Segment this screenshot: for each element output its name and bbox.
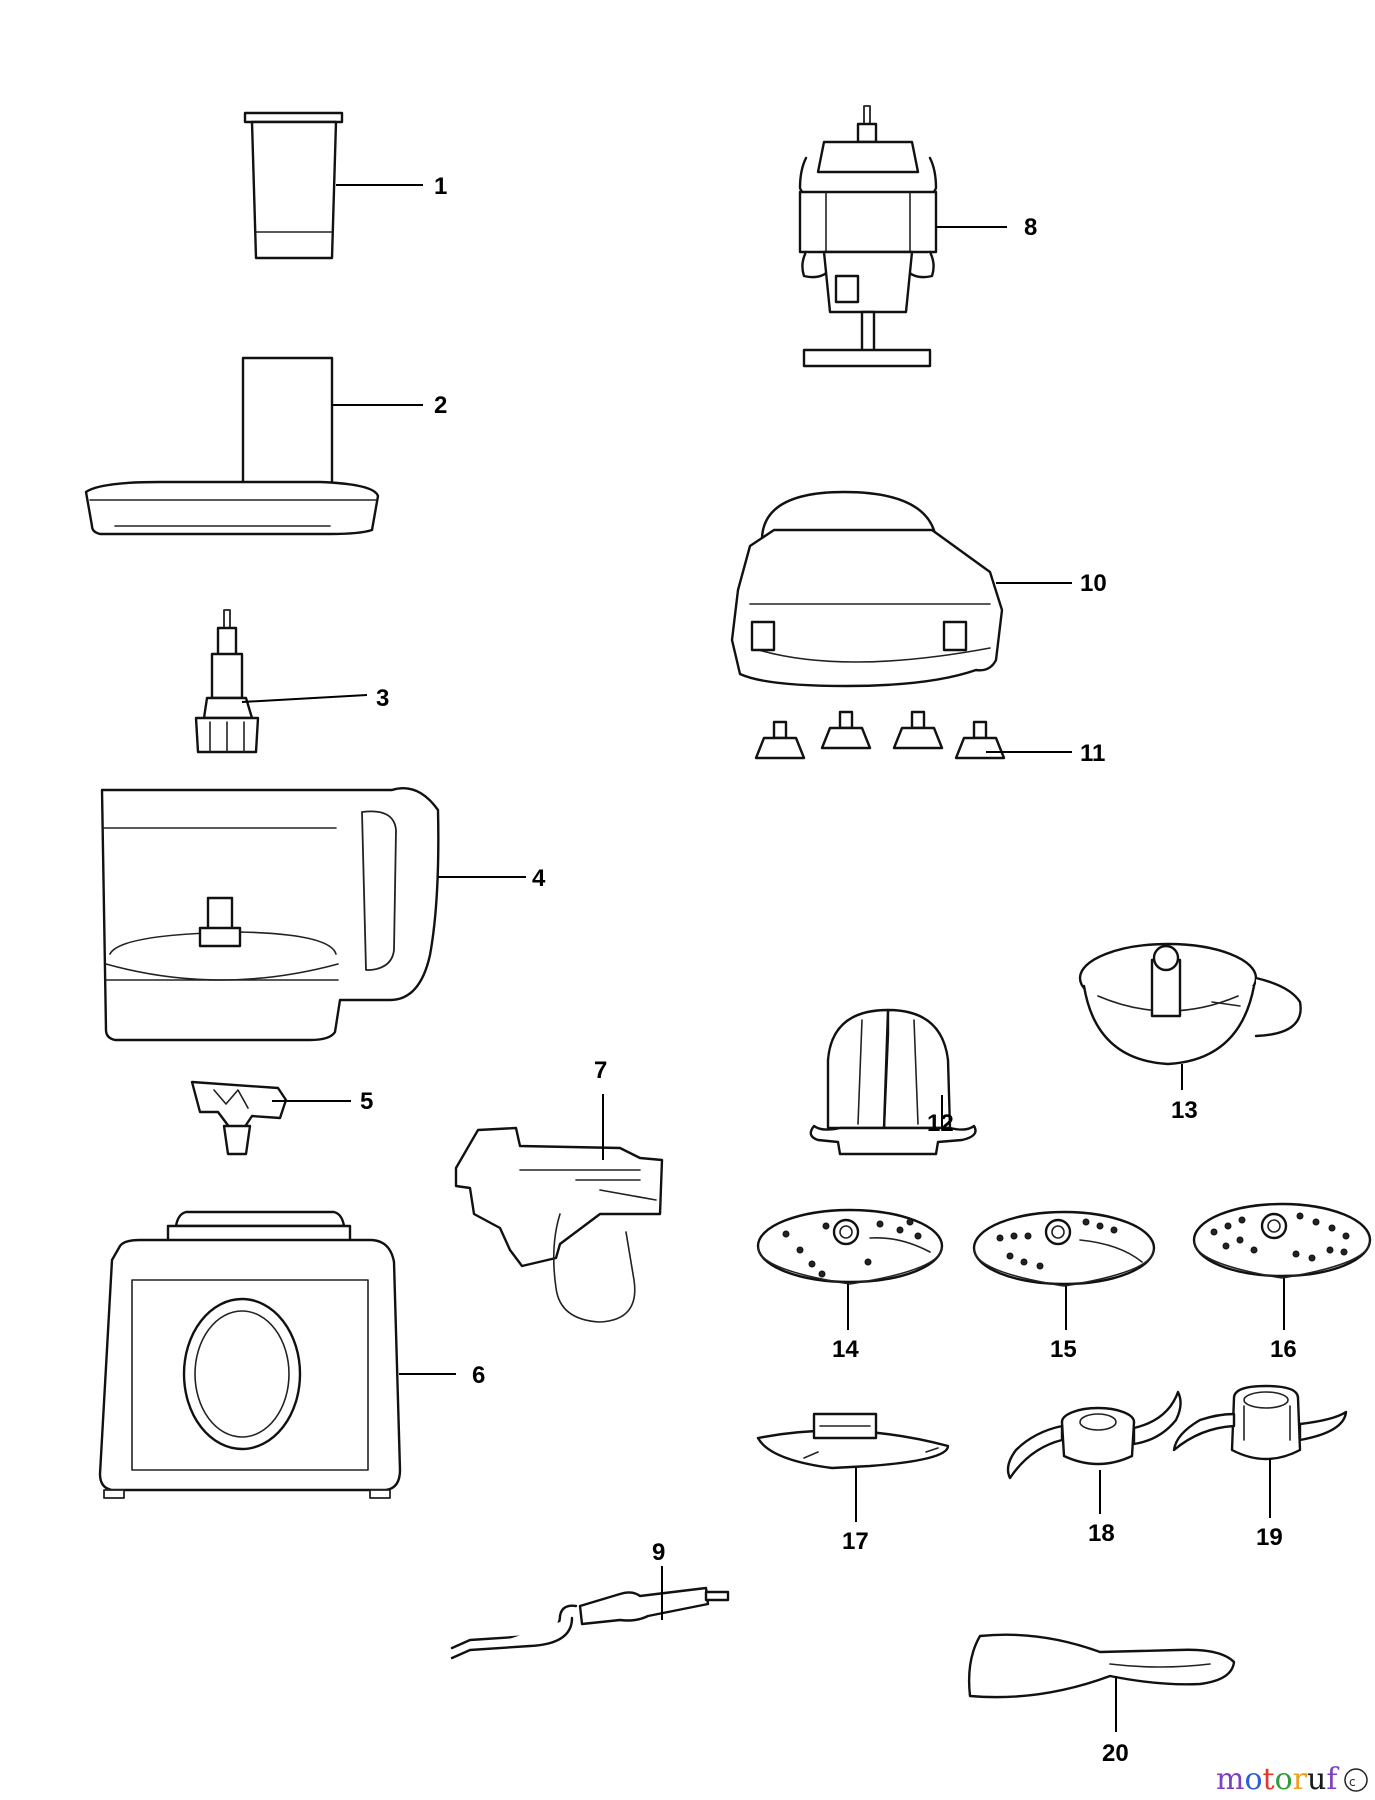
part-3-drive-shaft: [194, 609, 260, 754]
callout-18: 18: [1088, 1520, 1115, 1547]
callout-10: 10: [1080, 570, 1107, 597]
leader-lines: [241, 184, 1285, 1732]
part-17-emulsifying-disc: [756, 1412, 950, 1470]
part-5-coupling: [190, 1080, 288, 1156]
callout-3: 3: [376, 685, 389, 712]
callout-19: 19: [1256, 1524, 1283, 1551]
callout-17: 17: [842, 1528, 869, 1555]
watermark-logo: motoruf c: [1216, 1762, 1368, 1797]
part-6-motor-base: [98, 1210, 402, 1499]
callout-5: 5: [360, 1088, 373, 1115]
callout-16: 16: [1270, 1336, 1297, 1363]
callout-9: 9: [652, 1539, 665, 1566]
part-12-juicer-cone: [809, 1008, 977, 1156]
svg-text:c: c: [1349, 1775, 1356, 1789]
part-1-food-pusher: [243, 111, 344, 260]
part-4-work-bowl: [100, 787, 440, 1042]
part-20-spatula: [967, 1633, 1236, 1699]
callout-20: 20: [1102, 1740, 1129, 1767]
part-9-power-cord: [450, 1586, 730, 1660]
part-18-chopping-blade: [1006, 1390, 1182, 1480]
callout-8: 8: [1024, 214, 1037, 241]
callout-15: 15: [1050, 1336, 1077, 1363]
callout-1: 1: [434, 173, 447, 200]
part-2-lid: [84, 356, 380, 536]
part-19-dough-blade: [1172, 1384, 1348, 1461]
part-11-feet: [754, 710, 1006, 760]
part-7-motor-assembly: [454, 1126, 664, 1323]
part-8-motor: [798, 105, 938, 368]
part-10-housing-top: [730, 490, 1004, 688]
callout-labels: 1 2 3 4 5 6 7 8 9 10 11 12 13 14 15 16 1…: [360, 173, 1297, 1767]
callout-6: 6: [472, 1362, 485, 1389]
part-15-shredding-disc: [972, 1210, 1156, 1287]
callout-11: 11: [1080, 740, 1105, 767]
callout-14: 14: [832, 1336, 859, 1363]
callout-2: 2: [434, 392, 447, 419]
svg-text:motoruf: motoruf: [1216, 1762, 1339, 1797]
callout-12: 12: [927, 1110, 954, 1137]
callout-7: 7: [594, 1057, 607, 1084]
callout-13: 13: [1171, 1097, 1198, 1124]
part-14-slicing-disc: [756, 1208, 944, 1285]
part-13-juicer-strainer: [1078, 942, 1302, 1066]
part-16-grating-disc: [1192, 1202, 1372, 1279]
callout-4: 4: [532, 865, 546, 892]
